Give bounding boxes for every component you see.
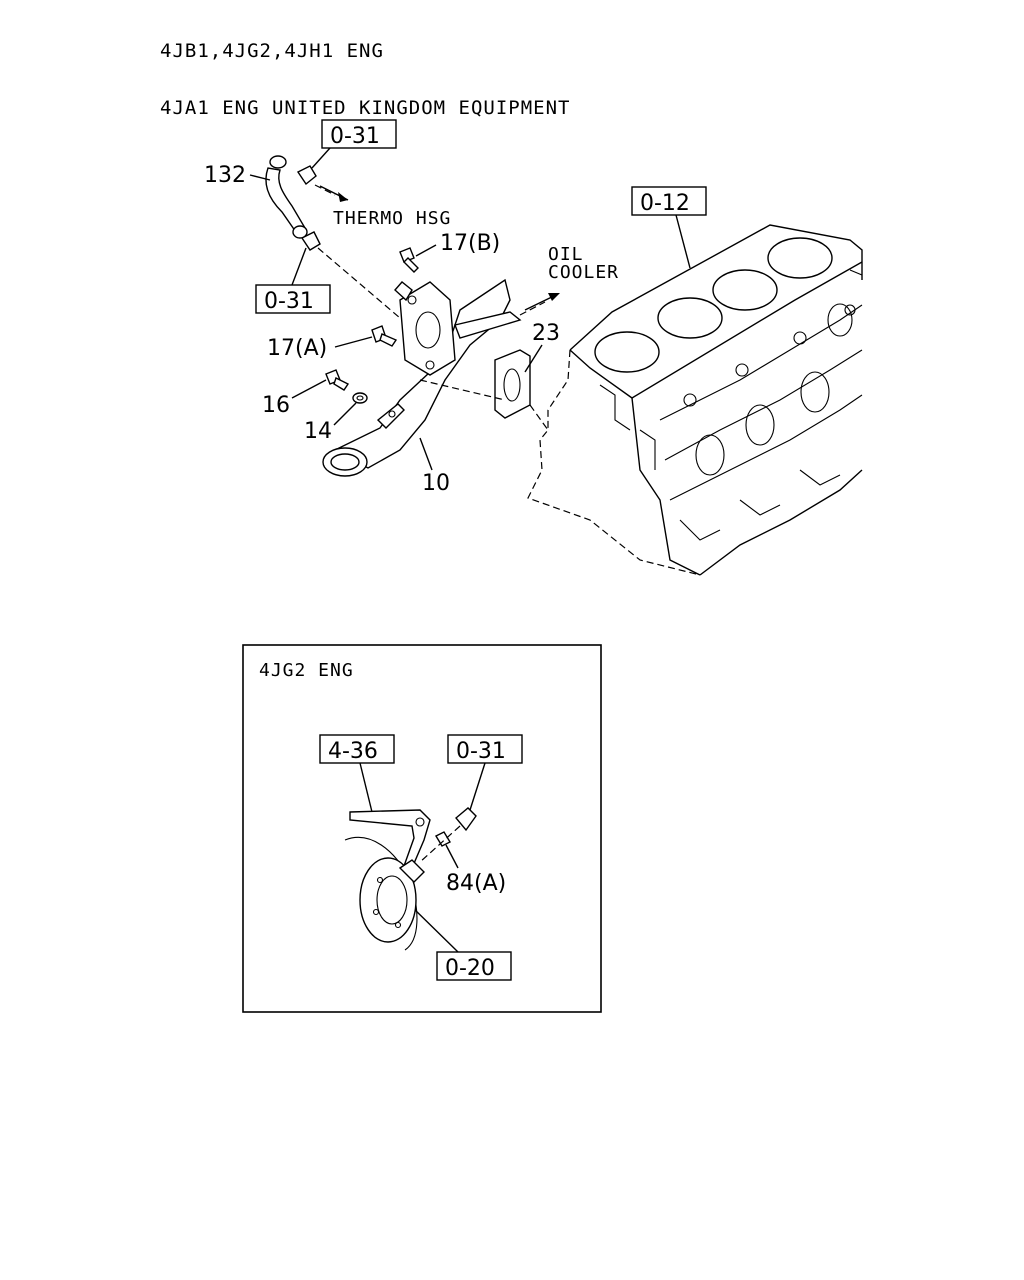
ref-4-36-label: 4-36 (328, 739, 378, 764)
callout-23: 23 (532, 321, 560, 346)
ref-0-31-left-label: 0-31 (264, 289, 314, 314)
engine-block (527, 224, 863, 576)
callout-14: 14 (304, 419, 332, 444)
bolt-16 (325, 369, 350, 391)
ref-box-0-31-left[interactable] (255, 284, 331, 314)
water-pipe-assembly (322, 278, 531, 477)
inset-title: 4JG2 ENG (259, 660, 354, 681)
washer-14 (352, 392, 368, 404)
inset-nut (435, 831, 451, 847)
callout-84a: 84(A) (446, 871, 506, 896)
inset-pump (359, 857, 417, 943)
bolt-17a (371, 325, 398, 347)
callout-17a: 17(A) (267, 336, 327, 361)
gasket (494, 349, 531, 419)
callout-16: 16 (262, 393, 290, 418)
ref-0-31-inset-label: 0-31 (456, 739, 506, 764)
ref-0-31-top-label: 0-31 (330, 124, 380, 149)
note-oil-line2: COOLER (548, 262, 619, 283)
callout-10: 10 (422, 471, 450, 496)
ref-box-0-12[interactable] (631, 186, 707, 216)
hose-clip-top (296, 165, 317, 186)
ref-0-12-label: 0-12 (640, 191, 690, 216)
header-line-1: 4JB1,4JG2,4JH1 ENG (160, 40, 384, 62)
ref-box-4-36[interactable] (319, 734, 395, 764)
callout-132: 132 (204, 163, 246, 188)
ref-0-20-label: 0-20 (445, 956, 495, 981)
callout-17b: 17(B) (440, 231, 500, 256)
ref-box-0-20[interactable] (436, 951, 512, 981)
bolt-17b (399, 247, 419, 273)
note-thermo-hsg: THERMO HSG (333, 208, 451, 229)
inset-plug (455, 807, 477, 832)
note-oil-line1: OIL (548, 244, 584, 265)
inset-panel: 4JG2 ENG 4-36 0-31 0-20 84(A) (242, 644, 602, 1013)
rubber-hose (265, 155, 308, 239)
ref-box-0-31-top[interactable] (321, 119, 397, 149)
hose-clip-bottom (300, 231, 321, 251)
diagram-header: 4JB1,4JG2,4JH1 ENG 4JA1 ENG UNITED KINGD… (160, 4, 571, 137)
pipe-flange (399, 281, 456, 376)
header-line-2: 4JA1 ENG UNITED KINGDOM EQUIPMENT (160, 97, 571, 119)
